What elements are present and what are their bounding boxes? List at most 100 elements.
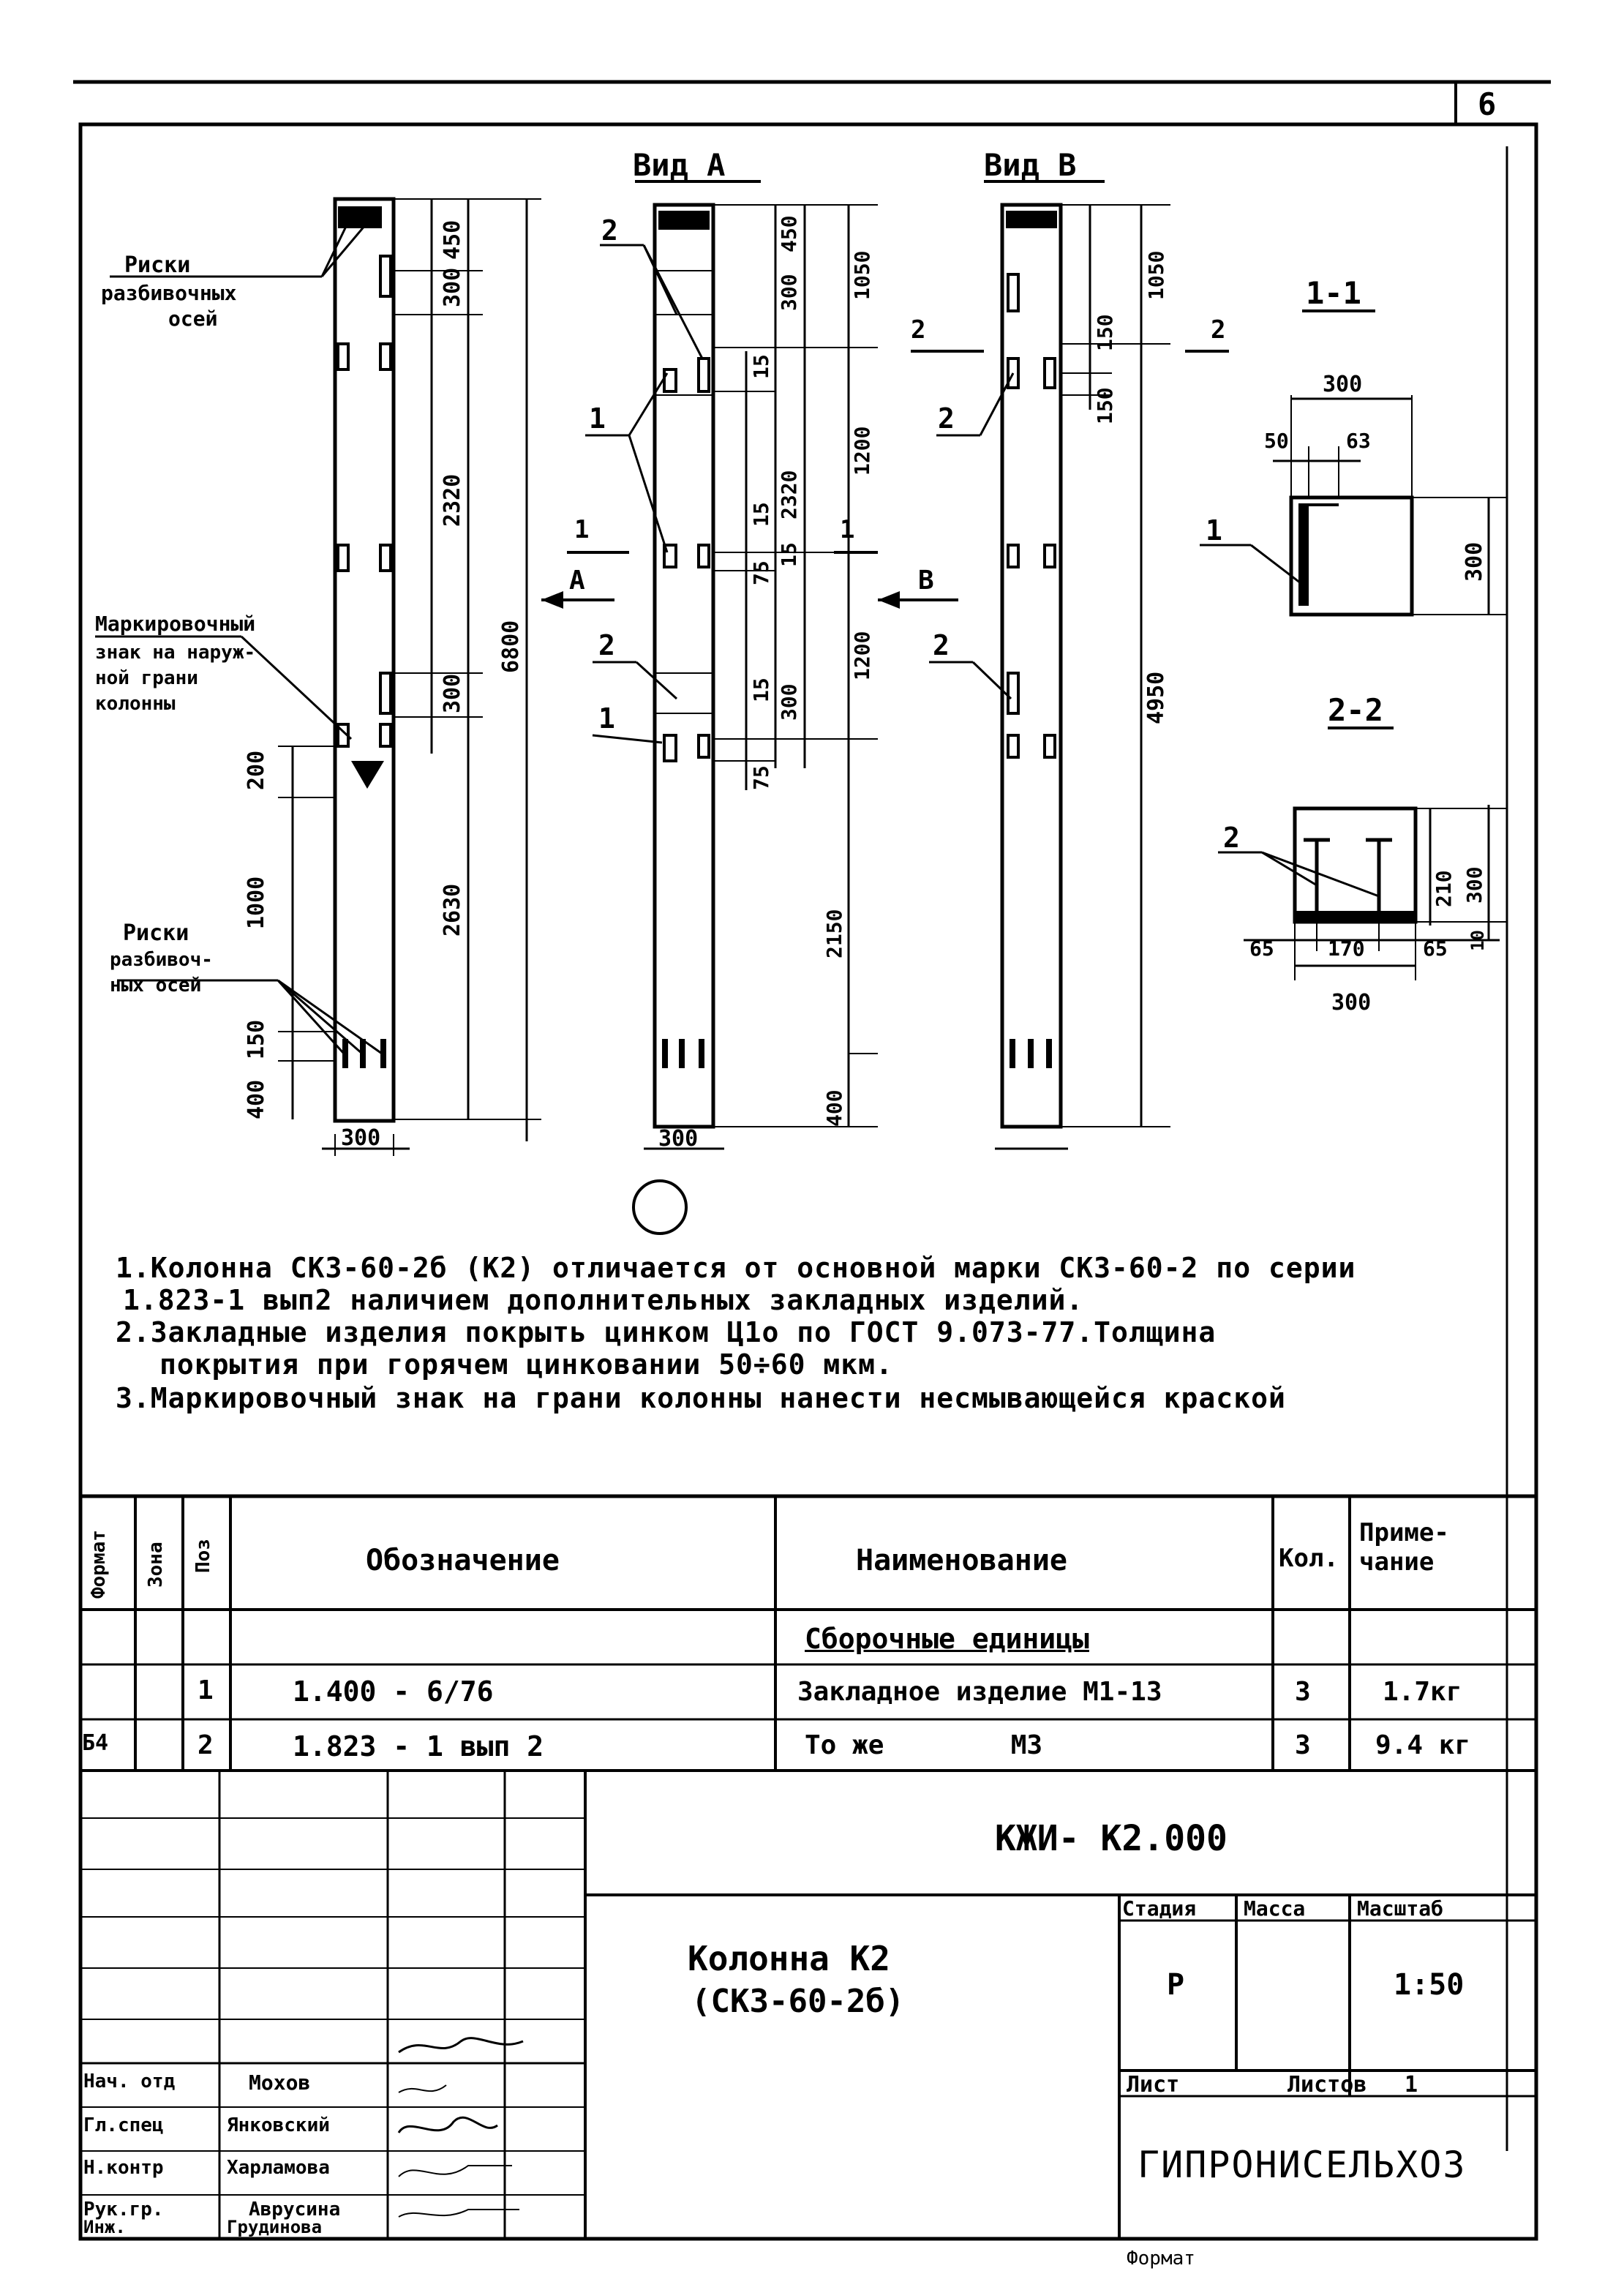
- section-2-mark-right: 2: [1211, 315, 1225, 345]
- svg-text:300: 300: [777, 274, 801, 311]
- view-b-title: Вид В: [984, 147, 1076, 183]
- sheet-label: Лист: [1127, 2072, 1180, 2098]
- left-view: [95, 197, 541, 1156]
- svg-text:2: 2: [601, 214, 618, 247]
- header-name: Наименование: [856, 1544, 1067, 1577]
- svg-text:170: 170: [1328, 936, 1365, 961]
- sheets-label: Листов: [1287, 2072, 1367, 2098]
- row-1-pos: 1: [198, 1675, 214, 1705]
- risks-bottom-label-2: разбивоч-: [110, 949, 213, 971]
- svg-text:10: 10: [1467, 930, 1488, 951]
- section-1-mark-right: 1: [840, 515, 854, 544]
- svg-text:65: 65: [1423, 936, 1448, 961]
- marker-triangle: [351, 761, 384, 789]
- view-a-title: Вид А: [633, 147, 725, 183]
- svg-text:1200: 1200: [850, 427, 874, 476]
- svg-text:300: 300: [1331, 990, 1371, 1016]
- row-2-name: То же М3: [805, 1730, 1043, 1760]
- row-1-name: Закладное изделие М1-13: [797, 1677, 1162, 1707]
- view-b-arrow-label: В: [918, 566, 934, 596]
- left-dim-300b: 300: [440, 674, 465, 713]
- signer-4-role: Рук.гр.: [83, 2199, 164, 2220]
- section-2-mark-left: 2: [911, 315, 925, 345]
- sheet-number: 6: [1478, 86, 1497, 122]
- table-grid: [80, 1494, 1536, 2239]
- row-1-qty: 3: [1295, 1677, 1311, 1707]
- section-1-mark-left: 1: [574, 515, 589, 544]
- svg-text:1050: 1050: [1144, 251, 1168, 300]
- section-2-2-title: 2-2: [1328, 692, 1383, 728]
- svg-text:1: 1: [589, 402, 606, 435]
- risks-top-label-1: Риски: [124, 252, 190, 278]
- risks-top-label-2: разбивочных: [101, 281, 237, 305]
- left-dim-200: 200: [244, 751, 269, 790]
- svg-text:65: 65: [1249, 936, 1274, 961]
- svg-text:2: 2: [598, 629, 615, 661]
- marker-label-4: колонны: [95, 693, 176, 715]
- format-footer: Формат: [1127, 2248, 1195, 2270]
- svg-text:63: 63: [1346, 429, 1371, 453]
- svg-text:15: 15: [749, 502, 773, 527]
- section-1-1-labels: 1-1 300 50 63 300 1: [1206, 275, 1487, 582]
- svg-text:2: 2: [938, 402, 955, 435]
- signer-3-role: Н.контр: [83, 2157, 164, 2179]
- svg-text:1: 1: [1206, 514, 1222, 547]
- row-2-qty: 3: [1295, 1730, 1311, 1760]
- svg-text:75: 75: [749, 560, 773, 585]
- signer-1-role: Нач. отд: [83, 2071, 176, 2092]
- svg-text:15: 15: [749, 354, 773, 379]
- svg-text:4950: 4950: [1143, 672, 1169, 724]
- view-b: [878, 180, 1229, 1150]
- svg-text:2: 2: [1223, 822, 1240, 854]
- svg-text:400: 400: [822, 1089, 846, 1127]
- note-2-cont: покрытия при горячем цинковании 50÷60 мк…: [159, 1348, 893, 1381]
- view-a-labels: Вид А 450 300 1050 15 1200 2320 15 15 75…: [569, 147, 874, 1152]
- drawing-subtitle: (СК3-60-2б): [691, 1983, 905, 2020]
- svg-text:15: 15: [749, 677, 773, 702]
- signer-2-name: Янковский: [227, 2114, 330, 2136]
- svg-text:210: 210: [1432, 870, 1456, 907]
- left-dim-300a: 300: [440, 268, 465, 307]
- signer-5-name: Грудинова: [227, 2217, 323, 2237]
- left-dim-2630: 2630: [440, 884, 465, 936]
- note-2: 2.Закладные изделия покрыть цинком Ц1о п…: [116, 1316, 1217, 1348]
- header-note: Приме- чание: [1359, 1518, 1449, 1577]
- stage-label: Стадия: [1122, 1896, 1197, 1921]
- svg-text:75: 75: [749, 765, 773, 790]
- section-title-assembly-units: Сборочные единицы: [805, 1623, 1089, 1655]
- left-view-labels: Риски разбивочных осей Маркировочный зна…: [95, 220, 524, 1151]
- left-dim-2320: 2320: [440, 474, 465, 527]
- svg-text:300: 300: [1462, 866, 1486, 904]
- signer-2-role: Гл.спец: [83, 2114, 164, 2136]
- section-1-1: [1200, 309, 1507, 617]
- drawing-title: Колонна К2: [688, 1939, 890, 1978]
- svg-text:150: 150: [1093, 387, 1117, 424]
- marker-label-1: Маркировочный: [95, 612, 255, 636]
- signer-5-role: Инж.: [83, 2217, 126, 2237]
- left-dim-400: 400: [244, 1080, 269, 1119]
- svg-text:1: 1: [598, 702, 615, 735]
- column-outline-b: [1000, 203, 1063, 1129]
- view-a-arrow-label: А: [569, 566, 585, 596]
- risks-bottom-label-1: Риски: [123, 920, 189, 946]
- header-format: Формат: [88, 1530, 110, 1599]
- column-outline-a: [653, 203, 715, 1129]
- header-zone: Зона: [145, 1542, 167, 1588]
- row-2-pos: 2: [198, 1730, 214, 1760]
- signer-3-name: Харламова: [227, 2157, 330, 2179]
- svg-text:450: 450: [777, 215, 801, 252]
- note-3: 3.Маркировочный знак на грани колонны на…: [116, 1382, 1286, 1414]
- svg-text:150: 150: [1093, 314, 1117, 351]
- svg-text:1050: 1050: [850, 251, 874, 300]
- note-1: 1.Колонна СК3-60-2б (К2) отличается от о…: [116, 1252, 1356, 1284]
- row-2-format: Б4: [82, 1730, 109, 1756]
- svg-text:2: 2: [933, 629, 950, 661]
- header-qty: Кол.: [1279, 1544, 1339, 1573]
- sheets-count: 1: [1405, 2072, 1418, 2098]
- section-2-2: [1218, 727, 1507, 980]
- svg-text:300: 300: [1462, 542, 1487, 582]
- signer-1-name: Мохов: [249, 2071, 311, 2095]
- row-1-note: 1.7кг: [1383, 1677, 1462, 1707]
- left-dim-1000: 1000: [244, 876, 269, 929]
